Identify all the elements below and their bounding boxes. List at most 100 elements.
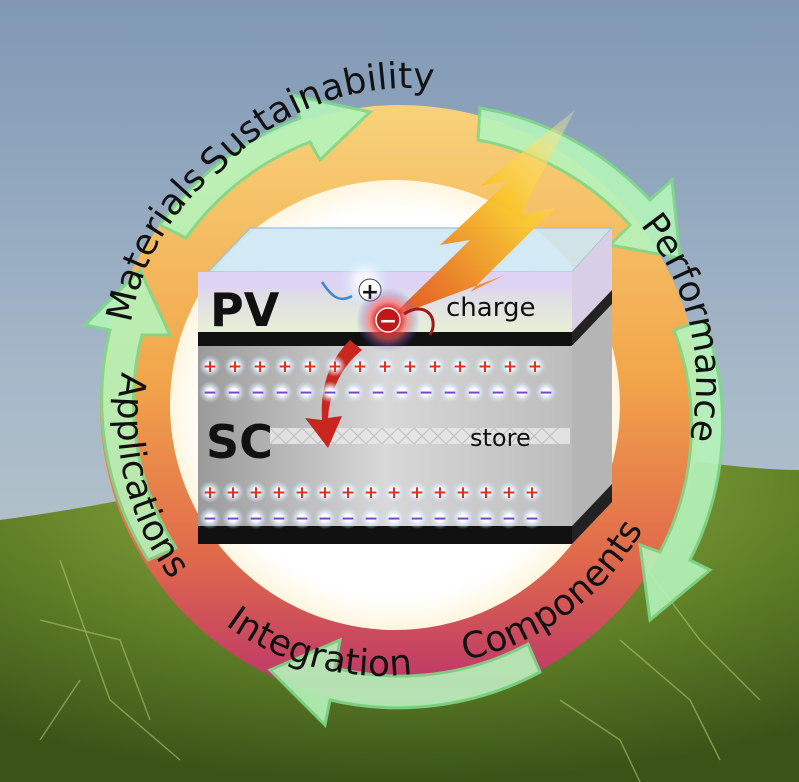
positive-ion: + (478, 357, 492, 377)
positive-ion: + (428, 357, 442, 377)
negative-ion-glow (343, 381, 365, 403)
negative-ion: − (371, 383, 385, 403)
store-label: store (470, 424, 531, 452)
negative-ion-glow (498, 507, 520, 529)
positive-ion-glow (429, 481, 451, 503)
positive-ion: + (328, 357, 342, 377)
negative-ion-glow (247, 381, 269, 403)
negative-ion-glow (360, 507, 382, 529)
positive-ion-glow (274, 355, 296, 377)
negative-ion-glow (452, 507, 474, 529)
cycle-arrow-bottom (267, 637, 542, 729)
negative-ion: − (251, 383, 265, 403)
negative-ion: − (419, 383, 433, 403)
negative-ion-glow (222, 507, 244, 529)
negative-ion: − (227, 383, 241, 403)
positive-ion-glow (374, 355, 396, 377)
positive-ion-glow (475, 481, 497, 503)
negative-ion-glow (511, 381, 533, 403)
positive-ion-row-bottom: +++++++++++++++ (199, 481, 543, 503)
negative-ion-glow (406, 507, 428, 529)
lightning-bolt (390, 110, 575, 318)
negative-ion-glow (271, 381, 293, 403)
negative-ion: − (226, 509, 240, 529)
negative-ion-glow (291, 507, 313, 529)
positive-ion: + (433, 483, 447, 503)
negative-ion: − (387, 509, 401, 529)
hole-swirl (320, 281, 353, 301)
negative-ion-glow (415, 381, 437, 403)
negative-ion-glow (337, 507, 359, 529)
positive-ion-glow (291, 481, 313, 503)
positive-ion-glow (199, 355, 221, 377)
negative-ion-glow (429, 507, 451, 529)
negative-ion-glow (268, 507, 290, 529)
positive-ion-glow (349, 355, 371, 377)
negative-ion-glow (521, 507, 543, 529)
positive-ion: + (278, 357, 292, 377)
positive-ion: + (453, 357, 467, 377)
cycle-arrow-top-left (157, 92, 374, 240)
negative-ion-glow (199, 381, 221, 403)
positive-ion-glow (452, 481, 474, 503)
negative-ion-glow (295, 381, 317, 403)
positive-ion: + (456, 483, 470, 503)
positive-ion: + (525, 483, 539, 503)
bottom-electrode (198, 526, 572, 544)
negative-ion-glow (223, 381, 245, 403)
positive-ion: + (272, 483, 286, 503)
positive-ion: + (295, 483, 309, 503)
positive-ion: + (364, 483, 378, 503)
negative-ion-glow (391, 381, 413, 403)
negative-ion: − (249, 509, 263, 529)
negative-ion-glow (487, 381, 509, 403)
negative-ion: − (323, 383, 337, 403)
negative-ion-glow (245, 507, 267, 529)
positive-ion: + (387, 483, 401, 503)
positive-ion-glow (224, 355, 246, 377)
positive-ion: + (479, 483, 493, 503)
negative-ion-glow (367, 381, 389, 403)
negative-ion-glow (475, 507, 497, 529)
positive-ion-glow (449, 355, 471, 377)
negative-ion-row-bottom: −−−−−−−−−−−−−−− (199, 507, 543, 529)
positive-ion: + (503, 357, 517, 377)
positive-ion-glow (499, 355, 521, 377)
positive-ion: + (353, 357, 367, 377)
sc-label: SC (206, 415, 273, 469)
negative-ion: − (443, 383, 457, 403)
leaf-veins (39, 559, 761, 782)
pv-label: PV (210, 283, 280, 337)
positive-ion-glow (337, 481, 359, 503)
pv-glass-top (206, 227, 614, 273)
electron-charge (375, 307, 401, 333)
cycle-arrow-right (638, 318, 725, 623)
negative-ion: − (467, 383, 481, 403)
negative-ion: − (364, 509, 378, 529)
negative-ion-glow (463, 381, 485, 403)
negative-ion: − (491, 383, 505, 403)
negative-ion: − (299, 383, 313, 403)
positive-ion-glow (383, 481, 405, 503)
positive-ion: + (341, 483, 355, 503)
negative-ion: − (502, 509, 516, 529)
negative-ion-glow (383, 507, 405, 529)
positive-ion: + (318, 483, 332, 503)
positive-ion-glow (314, 481, 336, 503)
positive-ion-row-top: ++++++++++++++ (199, 355, 546, 377)
positive-ion-glow (360, 481, 382, 503)
negative-ion-glow (439, 381, 461, 403)
negative-ion: − (433, 509, 447, 529)
positive-ion-glow (199, 481, 221, 503)
charge-transfer-arrow (305, 340, 362, 448)
charge-label: charge (446, 293, 535, 323)
sc-side (572, 304, 612, 526)
negative-ion: − (347, 383, 361, 403)
positive-ion-glow (399, 355, 421, 377)
positive-ion: + (203, 357, 217, 377)
electron-swirl (403, 307, 435, 336)
positive-ion: + (303, 357, 317, 377)
positive-ion: + (203, 483, 217, 503)
negative-ion: − (539, 383, 553, 403)
